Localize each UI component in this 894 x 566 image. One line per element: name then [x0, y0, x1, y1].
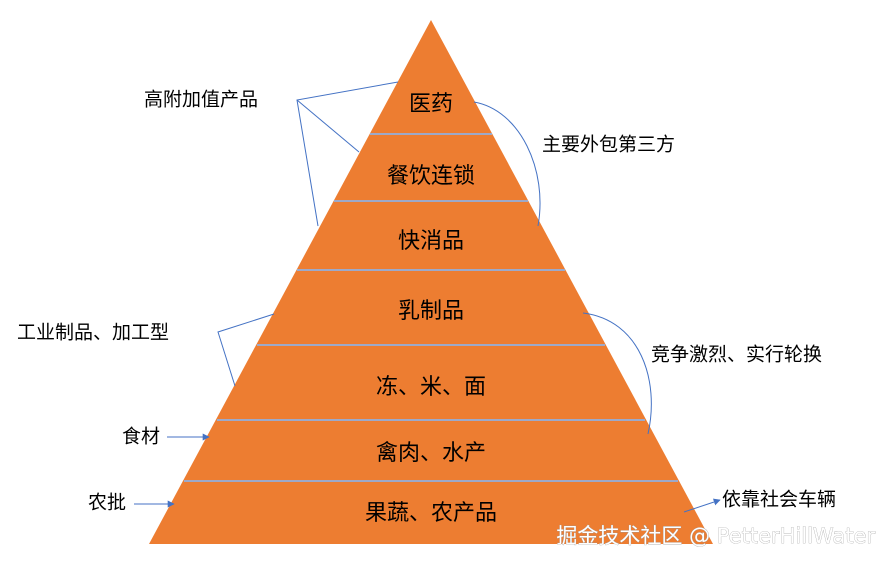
- annotation-agri: 农批: [88, 492, 126, 514]
- side-annotations: 高附加值产品 主要外包第三方 工业制品、加工型 竞争激烈、实行轮换 食材 农批 …: [17, 89, 836, 514]
- connector-industrial: [217, 313, 275, 387]
- level-label-frozen-rice-noodle: 冻、米、面: [376, 375, 486, 400]
- connector-high-value-mid: [296, 99, 360, 153]
- arrow-vehicles: [683, 498, 721, 513]
- level-label-dairy: 乳制品: [398, 299, 464, 324]
- connector-competition: [582, 312, 652, 435]
- level-dividers: [184, 133, 678, 482]
- annotation-high-value: 高附加值产品: [144, 89, 258, 111]
- annotation-competition: 竞争激烈、实行轮换: [651, 344, 822, 366]
- level-label-poultry-aquatic: 禽肉、水产: [376, 441, 486, 466]
- level-label-restaurant-chain: 餐饮连锁: [387, 164, 475, 189]
- connectors: [134, 81, 721, 513]
- pyramid-shape: [149, 20, 713, 544]
- annotation-vehicles: 依靠社会车辆: [722, 489, 836, 511]
- level-label-medicine: 医药: [409, 92, 453, 117]
- annotation-outsourcing: 主要外包第三方: [542, 134, 675, 156]
- annotation-industrial: 工业制品、加工型: [17, 322, 169, 344]
- level-labels: 医药 餐饮连锁 快消品 乳制品 冻、米、面 禽肉、水产 果蔬、农产品: [365, 92, 497, 526]
- connector-outsourcing: [473, 101, 541, 227]
- level-label-produce-agri: 果蔬、农产品: [365, 501, 497, 526]
- watermark: 掘金技术社区 @ PetterHillWater: [556, 524, 875, 548]
- annotation-food: 食材: [122, 426, 160, 448]
- level-label-fmcg: 快消品: [398, 229, 464, 254]
